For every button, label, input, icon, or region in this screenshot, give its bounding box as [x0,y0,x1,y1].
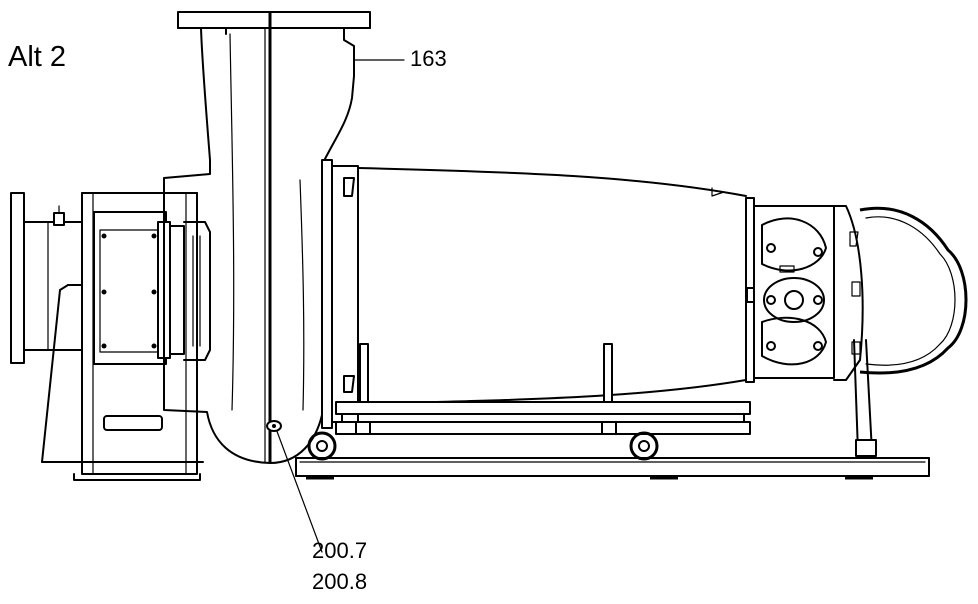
motor-adapter [321,159,359,429]
support-pedestal [10,192,204,481]
pump-casing [163,11,371,464]
bearing-housing [93,211,211,365]
callout-163: 163 [410,46,447,71]
base-frame [295,457,930,480]
callout-200-8: 200.8 [312,569,367,594]
callout-200-7: 200.7 [312,538,367,563]
view-label: Alt 2 [8,41,66,73]
motor-cradle [307,339,877,461]
leader-line-200 [274,425,323,553]
motor-body [357,167,968,405]
